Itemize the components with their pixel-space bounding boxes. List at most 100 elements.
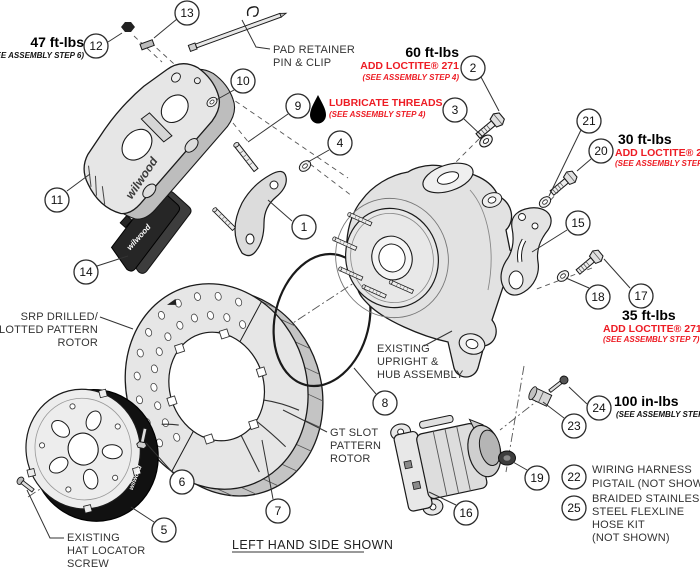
torque-100: 100 in-lbs (SEE ASSEMBLY STEP 9) — [614, 393, 700, 419]
svg-text:6: 6 — [179, 475, 186, 489]
callout-3: 3 — [442, 97, 483, 137]
svg-text:BRAIDED STAINLESS: BRAIDED STAINLESS — [592, 493, 700, 505]
svg-text:8: 8 — [382, 396, 389, 410]
svg-text:21: 21 — [582, 114, 596, 128]
svg-text:22: 22 — [567, 470, 581, 484]
svg-text:STEEL FLEXLINE: STEEL FLEXLINE — [592, 506, 684, 518]
torque-30: 30 ft-lbs ADD LOCTITE® 271 (SEE ASSEMBLY… — [615, 131, 700, 168]
svg-text:EXISTING: EXISTING — [67, 532, 120, 544]
callouts: 1 2 3 4 5 6 7 8 9 10 11 12 13 14 15 16 1… — [44, 0, 654, 543]
svg-text:24: 24 — [592, 401, 606, 415]
svg-text:23: 23 — [567, 419, 581, 433]
svg-text:16: 16 — [459, 506, 473, 520]
callout-13: 13 — [153, 0, 200, 39]
rotor-set-screw — [136, 427, 148, 450]
svg-text:(SEE ASSEMBLY STEP 4): (SEE ASSEMBLY STEP 4) — [329, 110, 426, 119]
lubricate-note: LUBRICATE THREADS (SEE ASSEMBLY STEP 4) — [310, 95, 443, 124]
callout-12: 12 — [83, 32, 123, 59]
svg-text:PIGTAIL (NOT SHOWN): PIGTAIL (NOT SHOWN) — [592, 478, 700, 490]
svg-text:(SEE ASSEMBLY STEP 9): (SEE ASSEMBLY STEP 9) — [616, 410, 700, 419]
side-note: LEFT HAND SIDE SHOWN — [232, 538, 393, 552]
svg-text:13: 13 — [180, 6, 194, 20]
svg-text:1: 1 — [301, 220, 308, 234]
callout-9: 9 — [247, 93, 311, 143]
callout-4: 4 — [307, 130, 353, 163]
pad-retainer-pin — [121, 6, 288, 53]
radial-bracket — [500, 207, 552, 296]
svg-text:(NOT SHOWN): (NOT SHOWN) — [592, 532, 670, 544]
svg-text:SCREW: SCREW — [67, 558, 109, 569]
hat-locator-screw — [16, 476, 35, 493]
callout-1: 1 — [267, 199, 317, 240]
grommet — [498, 450, 516, 466]
svg-text:9: 9 — [295, 99, 302, 113]
svg-text:(SEE ASSEMBLY STEP 8): (SEE ASSEMBLY STEP 8) — [615, 159, 700, 168]
parking-brake-caliper — [390, 414, 502, 516]
svg-text:ADD LOCTITE® 271: ADD LOCTITE® 271 — [615, 147, 700, 159]
svg-text:PAD RETAINER: PAD RETAINER — [273, 44, 355, 56]
torque-47: 47 ft-lbs (SEE ASSEMBLY STEP 6) — [0, 34, 84, 60]
torque-60: 60 ft-lbs ADD LOCTITE® 271 (SEE ASSEMBLY… — [360, 44, 459, 82]
callout-23: 23 — [542, 401, 587, 439]
svg-text:SRP DRILLED/: SRP DRILLED/ — [21, 311, 99, 323]
svg-text:ROTOR: ROTOR — [57, 337, 98, 349]
callout-11: 11 — [44, 173, 91, 213]
svg-text:35 ft-lbs: 35 ft-lbs — [622, 307, 676, 323]
svg-text:EXISTING: EXISTING — [377, 343, 430, 355]
callout-16: 16 — [428, 491, 479, 526]
label-pad-retainer: PAD RETAINER PIN & CLIP — [273, 44, 355, 69]
callout-15: 15 — [531, 210, 591, 253]
svg-text:2: 2 — [470, 61, 477, 75]
callout-7: 7 — [261, 439, 291, 524]
svg-text:HAT LOCATOR: HAT LOCATOR — [67, 545, 145, 557]
callout-10: 10 — [215, 68, 256, 101]
rotation-arrow — [166, 298, 177, 305]
svg-text:PATTERN: PATTERN — [330, 440, 381, 452]
svg-text:(SEE ASSEMBLY STEP 4): (SEE ASSEMBLY STEP 4) — [363, 73, 460, 82]
hose-clamp — [528, 386, 553, 407]
svg-text:17: 17 — [634, 289, 648, 303]
droplet-icon — [310, 95, 326, 124]
svg-text:15: 15 — [571, 216, 585, 230]
svg-text:60 ft-lbs: 60 ft-lbs — [405, 44, 459, 60]
hub-flange — [331, 197, 449, 319]
callout-19: 19 — [512, 461, 550, 491]
svg-text:18: 18 — [591, 290, 605, 304]
callout-17: 17 — [603, 258, 654, 309]
svg-text:11: 11 — [51, 193, 64, 207]
svg-text:30 ft-lbs: 30 ft-lbs — [618, 131, 672, 147]
svg-text:ADD LOCTITE® 271: ADD LOCTITE® 271 — [603, 323, 700, 335]
clamp-screw — [548, 375, 569, 393]
svg-text:ADD LOCTITE® 271: ADD LOCTITE® 271 — [360, 60, 459, 72]
svg-text:20: 20 — [594, 144, 608, 158]
svg-text:(SEE ASSEMBLY STEP 6): (SEE ASSEMBLY STEP 6) — [0, 51, 84, 60]
upright-hub-assembly — [331, 162, 517, 378]
svg-text:SLOTTED PATTERN: SLOTTED PATTERN — [0, 324, 98, 336]
svg-text:HOSE KIT: HOSE KIT — [592, 519, 645, 531]
retainer-nut — [121, 22, 135, 32]
svg-text:UPRIGHT &: UPRIGHT & — [377, 356, 439, 368]
svg-text:4: 4 — [337, 136, 344, 150]
gt-slots — [161, 399, 300, 473]
callout-8: 8 — [353, 367, 398, 416]
label-upright: EXISTING UPRIGHT & HUB ASSEMBLY — [377, 343, 464, 381]
rotor-hat: wilwood — [25, 388, 159, 522]
svg-text:19: 19 — [530, 471, 544, 485]
label-hat-screw: EXISTING HAT LOCATOR SCREW — [67, 532, 145, 569]
callout-5: 5 — [130, 506, 177, 543]
srp-drill-holes — [133, 291, 247, 448]
svg-text:47 ft-lbs: 47 ft-lbs — [30, 34, 84, 50]
svg-text:LUBRICATE THREADS: LUBRICATE THREADS — [329, 97, 443, 109]
label-srp-rotor: SRP DRILLED/ SLOTTED PATTERN ROTOR — [0, 311, 99, 349]
callout-2: 2 — [460, 55, 500, 112]
svg-text:10: 10 — [236, 74, 250, 88]
callout-18: 18 — [565, 277, 611, 310]
snap-ring — [272, 252, 372, 388]
retainer-clip — [246, 6, 259, 17]
caliper-bracket — [211, 140, 287, 257]
svg-text:(SEE ASSEMBLY STEP 7): (SEE ASSEMBLY STEP 7) — [603, 335, 700, 344]
svg-text:WIRING HARNESS: WIRING HARNESS — [592, 464, 692, 476]
svg-text:5: 5 — [161, 523, 168, 537]
